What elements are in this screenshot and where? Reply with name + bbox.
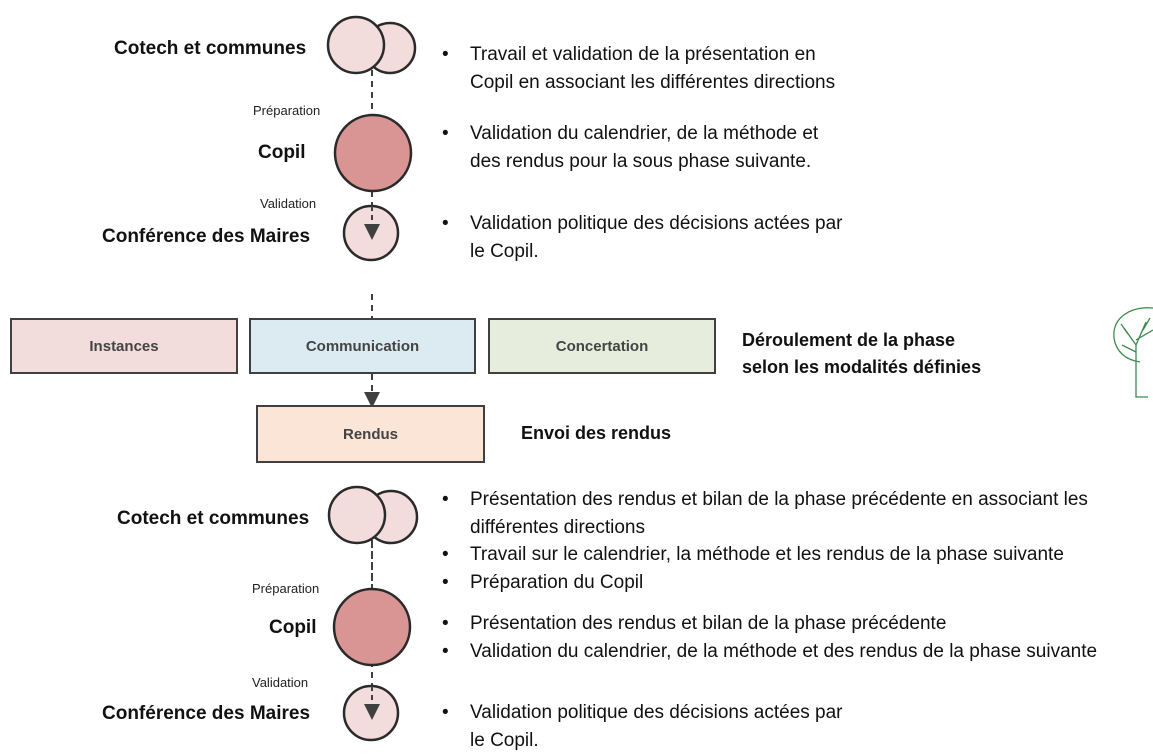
top-cotech-label: Cotech et communes [114,38,307,59]
bottom-conference-circle [342,684,400,742]
top-conference-bullets: Validation politique des décisions actée… [442,210,843,265]
rendus-label: Rendus [342,425,398,443]
bottom-conference-bullets: Validation politique des décisions actée… [442,699,843,754]
bottom-copil-bullets: Présentation des rendus et bilan de la p… [442,610,1097,665]
bottom-copil-label: Copil [269,617,317,638]
rendus-box: Rendus [256,405,485,463]
concertation-label: Concertation [555,337,649,355]
top-copil-bullets: Validation du calendrier, de la méthode … [442,120,818,175]
concertation-box: Concertation [488,318,716,374]
top-validation-label: Validation [260,196,317,211]
bottom-preparation-label: Préparation [252,581,320,596]
bullet-item: Validation politique des décisions actée… [442,210,843,265]
bullet-item: Validation du calendrier, de la méthode … [442,120,818,175]
top-cotech-circle-left [326,15,386,75]
communication-box: Communication [249,318,476,374]
bullet-item: Validation du calendrier, de la méthode … [442,638,1097,666]
bottom-cotech-bullets: Présentation des rendus et bilan de la p… [442,486,1088,596]
top-preparation-label: Préparation [253,103,321,118]
communication-label: Communication [305,337,420,355]
bullet-item: Validation politique des décisions actée… [442,699,843,754]
top-conference-circle [342,204,400,262]
bottom-copil-circle [332,587,412,667]
bullet-item: Présentation des rendus et bilan de la p… [442,610,1097,638]
tree-logo-icon [1113,307,1153,398]
top-conference-label: Conférence des Maires [102,226,311,247]
instances-box: Instances [10,318,238,374]
bullet-item: Travail et validation de la présentation… [442,41,835,96]
bullet-item: Présentation des rendus et bilan de la p… [442,486,1088,541]
instances-label: Instances [89,337,159,355]
bottom-cotech-label: Cotech et communes [117,508,310,529]
top-copil-label: Copil [258,142,306,163]
top-cotech-bullets: Travail et validation de la présentation… [442,41,835,96]
bottom-conference-label: Conférence des Maires [102,703,311,724]
envoi-label: Envoi des rendus [521,423,672,443]
bullet-item: Travail sur le calendrier, la méthode et… [442,541,1088,569]
bullet-item: Préparation du Copil [442,569,1088,597]
bottom-cotech-circle-left [327,485,387,545]
bottom-validation-label: Validation [252,675,309,690]
top-copil-circle [333,113,413,193]
